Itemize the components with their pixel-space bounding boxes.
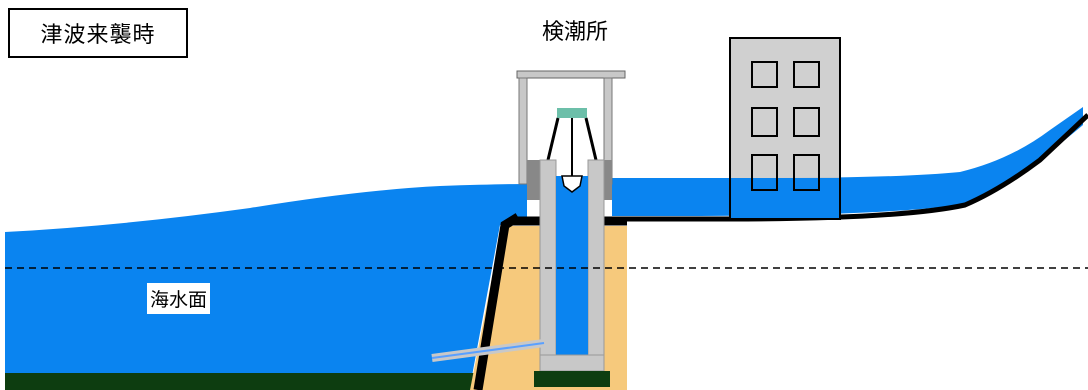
tide-station [431,70,626,387]
tide-station-label: 検潮所 [541,20,608,45]
tsunami-water [5,184,527,376]
building-flooded [731,178,839,218]
title-box: 津波来襲時 [8,8,188,58]
sea-level-label: 海水面 [147,283,211,314]
building-windows [751,61,820,191]
building-outline [729,37,841,220]
seabed [5,373,475,390]
